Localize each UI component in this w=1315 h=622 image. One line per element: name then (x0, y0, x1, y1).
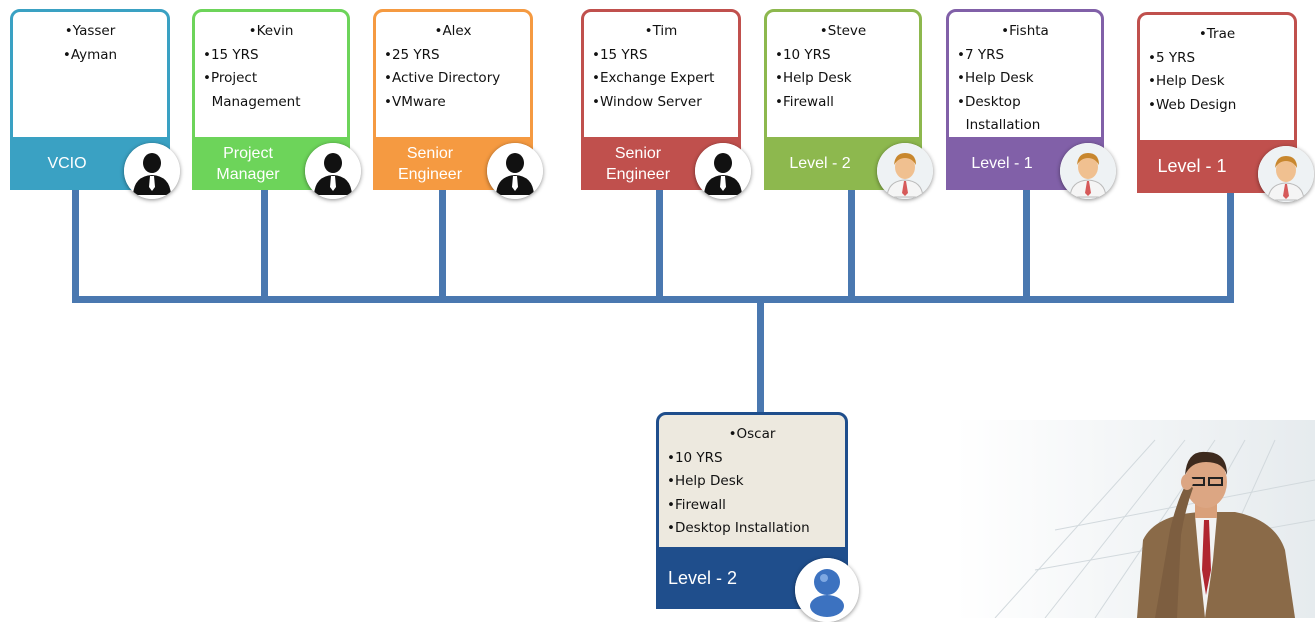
member-skill: •Firewall (667, 496, 726, 513)
connector-level2-steve (848, 190, 855, 300)
member-card-alex: •Alex •25 YRS •Active Directory •VMware (373, 9, 533, 157)
connector-rail (72, 296, 1234, 303)
member-skill: •Project (203, 70, 258, 86)
connector-level1-trae (1227, 193, 1234, 300)
member-skill: •Exchange Expert (592, 70, 715, 86)
person-icon (877, 143, 933, 199)
member-name: •Yasser (64, 23, 116, 39)
member-name: •Oscar (728, 426, 776, 442)
member-name: •Tim (644, 23, 678, 39)
person-icon (1258, 146, 1314, 202)
user-icon (795, 558, 859, 622)
connector-level2-oscar (757, 300, 764, 414)
member-card-steve: •Steve •10 YRS •Help Desk •Firewall (764, 9, 922, 157)
member-experience: •7 YRS (957, 46, 1005, 63)
member-experience: •5 YRS (1148, 49, 1196, 66)
person-icon (1060, 143, 1116, 199)
connector-vcio (72, 190, 79, 300)
silhouette-icon (487, 143, 543, 199)
connector-senior-engineer-alex (439, 190, 446, 300)
member-skill: •Active Directory (384, 70, 501, 86)
businessman-photo (955, 420, 1315, 619)
connector-level1-fishta (1023, 190, 1030, 300)
connector-project-manager (261, 190, 268, 300)
connector-senior-engineer-tim (656, 190, 663, 300)
member-skill: •Help Desk (667, 473, 744, 489)
silhouette-icon (695, 143, 751, 199)
member-experience: •10 YRS (775, 46, 831, 63)
member-card-kevin: •Kevin •15 YRS •Project Management (192, 9, 350, 157)
member-name: •Kevin (248, 23, 294, 39)
member-skill: Management (203, 93, 301, 110)
member-name: •Fishta (1001, 23, 1049, 39)
member-skill: •Desktop Installation (667, 520, 810, 536)
member-name: •Ayman (62, 46, 118, 63)
member-experience: •15 YRS (592, 46, 648, 63)
member-skill: •Help Desk (957, 70, 1034, 86)
member-name: •Trae (1198, 26, 1236, 42)
member-skill: •Help Desk (1148, 73, 1225, 89)
member-name: •Steve (819, 23, 867, 39)
member-skill: •VMware (384, 93, 446, 110)
member-skill: •Help Desk (775, 70, 852, 86)
member-skill: •Web Design (1148, 96, 1237, 113)
member-card-fishta: •Fishta •7 YRS •Help Desk •Desktop Insta… (946, 9, 1104, 157)
member-card-yasser-ayman: •Yasser •Ayman (10, 9, 170, 157)
member-skill: Installation (957, 117, 1041, 133)
member-experience: •25 YRS (384, 46, 440, 63)
member-skill: •Window Server (592, 93, 702, 110)
member-card-trae: •Trae •5 YRS •Help Desk •Web Design (1137, 12, 1297, 160)
member-experience: •15 YRS (203, 46, 259, 63)
member-skill: •Desktop (957, 93, 1021, 110)
silhouette-icon (305, 143, 361, 199)
member-card-tim: •Tim •15 YRS •Exchange Expert •Window Se… (581, 9, 741, 157)
member-name: •Alex (434, 23, 472, 39)
member-experience: •10 YRS (667, 449, 723, 466)
silhouette-icon (124, 143, 180, 199)
member-skill: •Firewall (775, 93, 834, 110)
member-card-oscar: •Oscar •10 YRS •Help Desk •Firewall •Des… (656, 412, 848, 562)
